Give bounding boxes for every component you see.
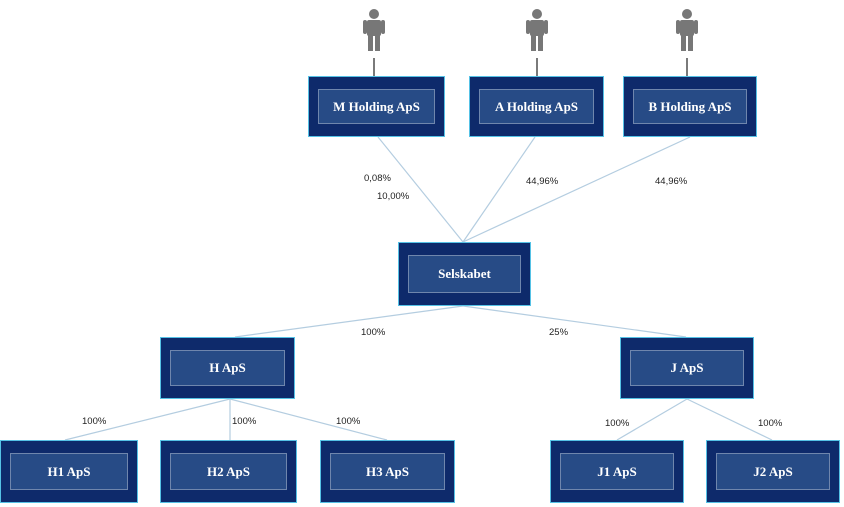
edge-j-j1 <box>616 398 688 441</box>
node-label: H1 ApS <box>47 463 91 479</box>
node-label: J1 ApS <box>597 463 637 479</box>
node-j1-aps: J1 ApS <box>550 440 684 503</box>
node-label: H2 ApS <box>207 463 250 479</box>
edge-selskabet-j <box>462 305 687 338</box>
node-h3-aps: H3 ApS <box>320 440 455 503</box>
edge-label: 100% <box>336 416 361 427</box>
node-inner: H2 ApS <box>170 453 287 490</box>
node-inner: H3 ApS <box>330 453 445 490</box>
node-selskabet: Selskabet <box>398 242 531 306</box>
node-label: H ApS <box>209 360 246 375</box>
edge-label: 100% <box>82 416 107 427</box>
node-inner: J2 ApS <box>716 453 830 490</box>
node-label: Selskabet <box>438 266 491 281</box>
node-inner: Selskabet <box>408 255 521 293</box>
edge-a-selskabet <box>462 136 536 243</box>
edge-label: 44,96% <box>655 176 688 187</box>
edge-h-h3 <box>229 398 388 441</box>
person-icon <box>676 9 698 51</box>
node-h2-aps: H2 ApS <box>160 440 297 503</box>
node-m-holding: M Holding ApS <box>308 76 445 137</box>
edge-label: 0,08% <box>364 173 391 184</box>
edge-label: 10,00% <box>377 191 410 202</box>
edge-selskabet-h <box>234 305 464 338</box>
edge-label: 100% <box>232 416 257 427</box>
edge-j-j2 <box>686 398 773 441</box>
node-a-holding: A Holding ApS <box>469 76 604 137</box>
node-inner: J ApS <box>630 350 744 386</box>
edge-label: 100% <box>605 418 630 429</box>
node-h1-aps: H1 ApS <box>0 440 138 503</box>
edge-label: 25% <box>549 327 569 338</box>
node-inner: A Holding ApS <box>479 89 594 124</box>
edge-label: 100% <box>758 418 783 429</box>
node-j-aps: J ApS <box>620 337 754 399</box>
node-label: B Holding ApS <box>648 98 732 114</box>
node-inner: J1 ApS <box>560 453 674 490</box>
person-icon <box>363 9 385 51</box>
edge-b-selskabet <box>462 136 691 243</box>
person-icon <box>526 9 548 51</box>
node-label: H3 ApS <box>366 463 409 479</box>
node-h-aps: H ApS <box>160 337 295 399</box>
node-label: A Holding ApS <box>494 98 579 114</box>
node-label: J2 ApS <box>753 463 793 479</box>
node-b-holding: B Holding ApS <box>623 76 757 137</box>
edge-label: 44,96% <box>526 176 559 187</box>
node-label: J ApS <box>670 360 704 375</box>
edge-m-selskabet <box>377 136 464 243</box>
node-inner: H ApS <box>170 350 285 386</box>
node-inner: M Holding ApS <box>318 89 435 124</box>
node-inner: H1 ApS <box>10 453 128 490</box>
node-inner: B Holding ApS <box>633 89 747 124</box>
edge-h-h1 <box>64 398 231 441</box>
edge-label: 100% <box>361 327 386 338</box>
node-label: M Holding ApS <box>333 98 420 114</box>
node-j2-aps: J2 ApS <box>706 440 840 503</box>
